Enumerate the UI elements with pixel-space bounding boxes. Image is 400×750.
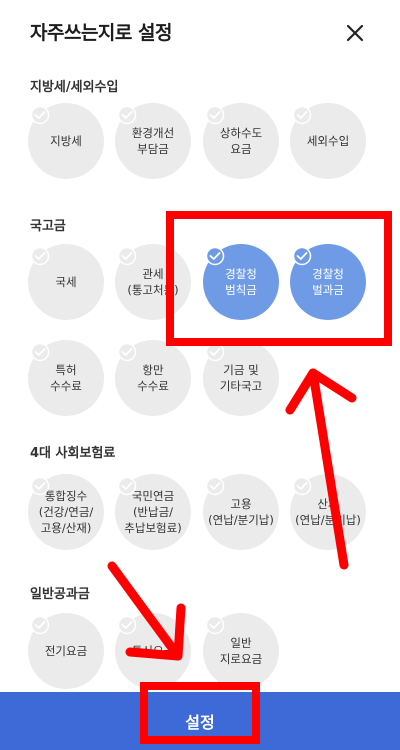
checkmark-icon (30, 476, 50, 496)
checkmark-icon (117, 342, 137, 362)
giro-item-label: 통신요금 (131, 644, 175, 658)
giro-item-general-giro[interactable]: 일반 지로요금 (203, 613, 279, 689)
giro-item-label: 국민연금 (반납금/ 추납보험료) (124, 489, 182, 535)
checkmark-icon (205, 615, 225, 635)
giro-item-customs-duty[interactable]: 관세 (통고처분) (115, 244, 191, 320)
giro-item-label: 기금 및 기타국고 (219, 363, 263, 393)
giro-item-label: 세외수입 (306, 134, 350, 148)
close-icon (346, 24, 364, 42)
checkmark-icon (205, 476, 225, 496)
giro-item-fund-other[interactable]: 기금 및 기타국고 (203, 340, 279, 416)
giro-item-industrial-accident[interactable]: 산재 (연납/분기납) (290, 474, 366, 550)
giro-item-label: 일반 지로요금 (219, 636, 263, 666)
giro-item-police-penalty[interactable]: 경찰청 벌과금 (290, 244, 366, 320)
giro-item-local-tax[interactable]: 지방세 (28, 103, 104, 179)
section-label-social-insurance: 4대 사회보험료 (30, 446, 116, 461)
checkmark-icon (205, 342, 225, 362)
giro-item-police-fine[interactable]: 경찰청 범칙금 (203, 244, 279, 320)
section-label-national-treasury: 국고금 (30, 219, 66, 234)
giro-item-patent-fee[interactable]: 특허 수수료 (28, 340, 104, 416)
giro-item-telecom-bill[interactable]: 통신요금 (115, 613, 191, 689)
confirm-button[interactable]: 설정 (0, 692, 400, 750)
giro-item-label: 국세 (55, 275, 77, 289)
giro-item-water-fee[interactable]: 상하수도 요금 (203, 103, 279, 179)
close-button[interactable] (338, 16, 372, 50)
giro-item-label: 지방세 (50, 134, 82, 148)
checkmark-icon (117, 105, 137, 125)
giro-item-label: 통합징수 (건강/연금/ 고용/산재) (38, 489, 94, 535)
page-title: 자주쓰는지로 설정 (30, 22, 172, 44)
annotation-highlight-police-items (166, 211, 392, 346)
checkmark-icon (292, 105, 312, 125)
checkmark-icon (30, 105, 50, 125)
checkmark-icon (30, 342, 50, 362)
giro-item-label: 환경개선 부담금 (131, 126, 175, 156)
giro-item-label: 관세 (통고처분) (127, 267, 179, 297)
checkmark-icon (205, 105, 225, 125)
giro-item-label: 고용 (연납/분기납) (208, 497, 274, 527)
giro-item-label: 특허 수수료 (50, 363, 82, 393)
giro-item-national-tax[interactable]: 국세 (28, 244, 104, 320)
checkmark-icon (205, 246, 225, 266)
giro-item-national-pension[interactable]: 국민연금 (반납금/ 추납보험료) (115, 474, 191, 550)
checkmark-icon (30, 246, 50, 266)
section-label-local-tax: 지방세/세외수입 (30, 80, 119, 95)
giro-item-label: 전기요금 (44, 644, 88, 658)
giro-item-label: 항만 수수료 (137, 363, 169, 393)
annotation-highlight-confirm-button (140, 682, 260, 744)
giro-item-non-tax-revenue[interactable]: 세외수입 (290, 103, 366, 179)
checkmark-icon (117, 246, 137, 266)
checkmark-icon (30, 615, 50, 635)
checkmark-icon (292, 246, 312, 266)
checkmark-icon (292, 476, 312, 496)
giro-item-label: 경찰청 범칙금 (225, 267, 257, 297)
checkmark-icon (117, 615, 137, 635)
giro-item-label: 경찰청 벌과금 (312, 267, 344, 297)
checkmark-icon (117, 476, 137, 496)
section-label-utility: 일반공과금 (30, 587, 90, 602)
giro-item-label: 상하수도 요금 (219, 126, 263, 156)
giro-item-environment-charge[interactable]: 환경개선 부담금 (115, 103, 191, 179)
giro-item-port-fee[interactable]: 항만 수수료 (115, 340, 191, 416)
giro-item-electric-bill[interactable]: 전기요금 (28, 613, 104, 689)
giro-item-integrated-insurance[interactable]: 통합징수 (건강/연금/ 고용/산재) (28, 474, 104, 550)
header: 자주쓰는지로 설정 (0, 0, 400, 64)
giro-item-employment-insurance[interactable]: 고용 (연납/분기납) (203, 474, 279, 550)
giro-item-label: 산재 (연납/분기납) (295, 497, 361, 527)
